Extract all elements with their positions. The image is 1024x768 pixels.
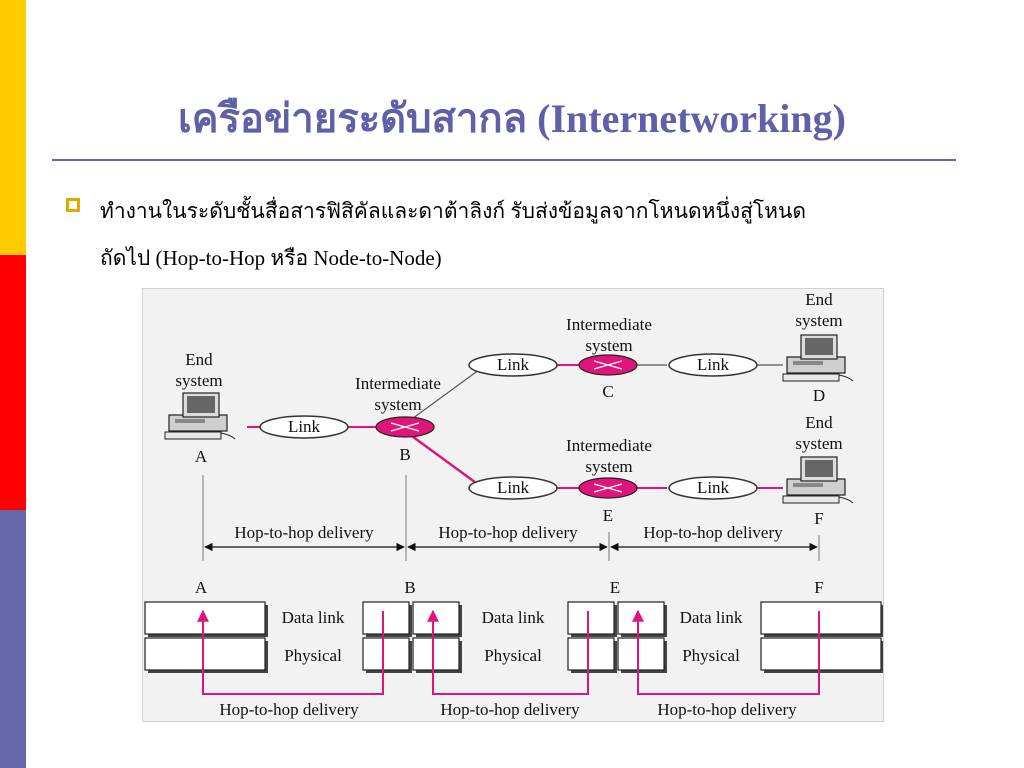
router-icon-e (578, 477, 638, 499)
layer-node-f: F (814, 578, 823, 597)
side-stripe-red (0, 255, 26, 510)
hop-delivery-label: Hop-to-hop delivery (643, 523, 783, 542)
node-a-label: A (195, 447, 208, 466)
link-ellipse-ef: Link (668, 476, 758, 500)
node-e-label: E (603, 506, 613, 525)
node-c-label: C (602, 382, 613, 401)
link-ellipse-cd: Link (668, 353, 758, 377)
layer-node-a: A (195, 578, 208, 597)
bottom-hop-label-2: Hop-to-hop delivery (440, 700, 580, 719)
router-icon-c (578, 354, 638, 376)
node-d-label: D (813, 386, 825, 405)
end-system-f-label-1: End (805, 413, 833, 432)
intermediate-e-label-1: Intermediate (566, 436, 652, 455)
link-label: Link (697, 478, 730, 497)
computer-icon-a (164, 392, 236, 440)
link-ellipse-be: Link (468, 476, 558, 500)
intermediate-b-label-1: Intermediate (355, 374, 441, 393)
link-label: Link (497, 355, 530, 374)
intermediate-b-label-2: system (374, 395, 421, 414)
physical-label: Physical (484, 646, 542, 665)
bullet-square-icon (66, 198, 80, 212)
link-label: Link (288, 417, 321, 436)
delivery-path-ab (197, 609, 384, 695)
title-divider (52, 159, 956, 161)
layer-node-b: B (404, 578, 415, 597)
end-system-f-label-2: system (795, 434, 842, 453)
end-system-a-label-1: End (185, 350, 213, 369)
bullet-text-line-2: ถัดไป (Hop-to-Hop หรือ Node-to-Node) (100, 246, 442, 270)
link-label: Link (697, 355, 730, 374)
bottom-hop-label-1: Hop-to-hop delivery (219, 700, 359, 719)
hop-delivery-arrow-1: Hop-to-hop delivery (204, 522, 405, 552)
router-icon-b (375, 416, 435, 438)
physical-label: Physical (284, 646, 342, 665)
node-b-label: B (399, 445, 410, 464)
bottom-hop-label-3: Hop-to-hop delivery (657, 700, 797, 719)
intermediate-c-label-2: system (585, 336, 632, 355)
delivery-path-be (427, 609, 589, 695)
bullet-text-line-1: ทำงานในระดับชั้นสื่อสารฟิสิคัลและดาต้าลิ… (100, 199, 807, 223)
slide-title: เครือข่ายระดับสากล (Internetworking) (178, 96, 846, 141)
link-ellipse-bc: Link (468, 353, 558, 377)
hop-delivery-arrow-3: Hop-to-hop delivery (610, 523, 818, 552)
hop-delivery-arrow-2: Hop-to-hop delivery (407, 523, 608, 552)
node-f-label: F (814, 509, 823, 528)
data-link-label: Data link (680, 608, 743, 627)
hop-delivery-label: Hop-to-hop delivery (438, 523, 578, 542)
computer-icon-f (782, 456, 854, 504)
link-ellipse-ab: Link (259, 415, 349, 439)
physical-label: Physical (682, 646, 740, 665)
layer-node-e: E (610, 578, 620, 597)
side-stripe-purple (0, 510, 26, 768)
delivery-path-ef (632, 609, 820, 695)
bullet-text: ทำงานในระดับชั้นสื่อสารฟิสิคัลและดาต้าลิ… (100, 188, 980, 282)
link-label: Link (497, 478, 530, 497)
end-system-d-label-1: End (805, 290, 833, 309)
computer-icon-d (782, 334, 854, 382)
end-system-a-label-2: system (175, 371, 222, 390)
intermediate-e-label-2: system (585, 457, 632, 476)
data-link-label: Data link (482, 608, 545, 627)
internetworking-diagram: Link Link Link Link Link End system A In… (142, 288, 884, 722)
intermediate-c-label-1: Intermediate (566, 315, 652, 334)
side-stripe-yellow (0, 0, 26, 255)
end-system-d-label-2: system (795, 311, 842, 330)
data-link-label: Data link (282, 608, 345, 627)
hop-delivery-label: Hop-to-hop delivery (234, 523, 374, 542)
